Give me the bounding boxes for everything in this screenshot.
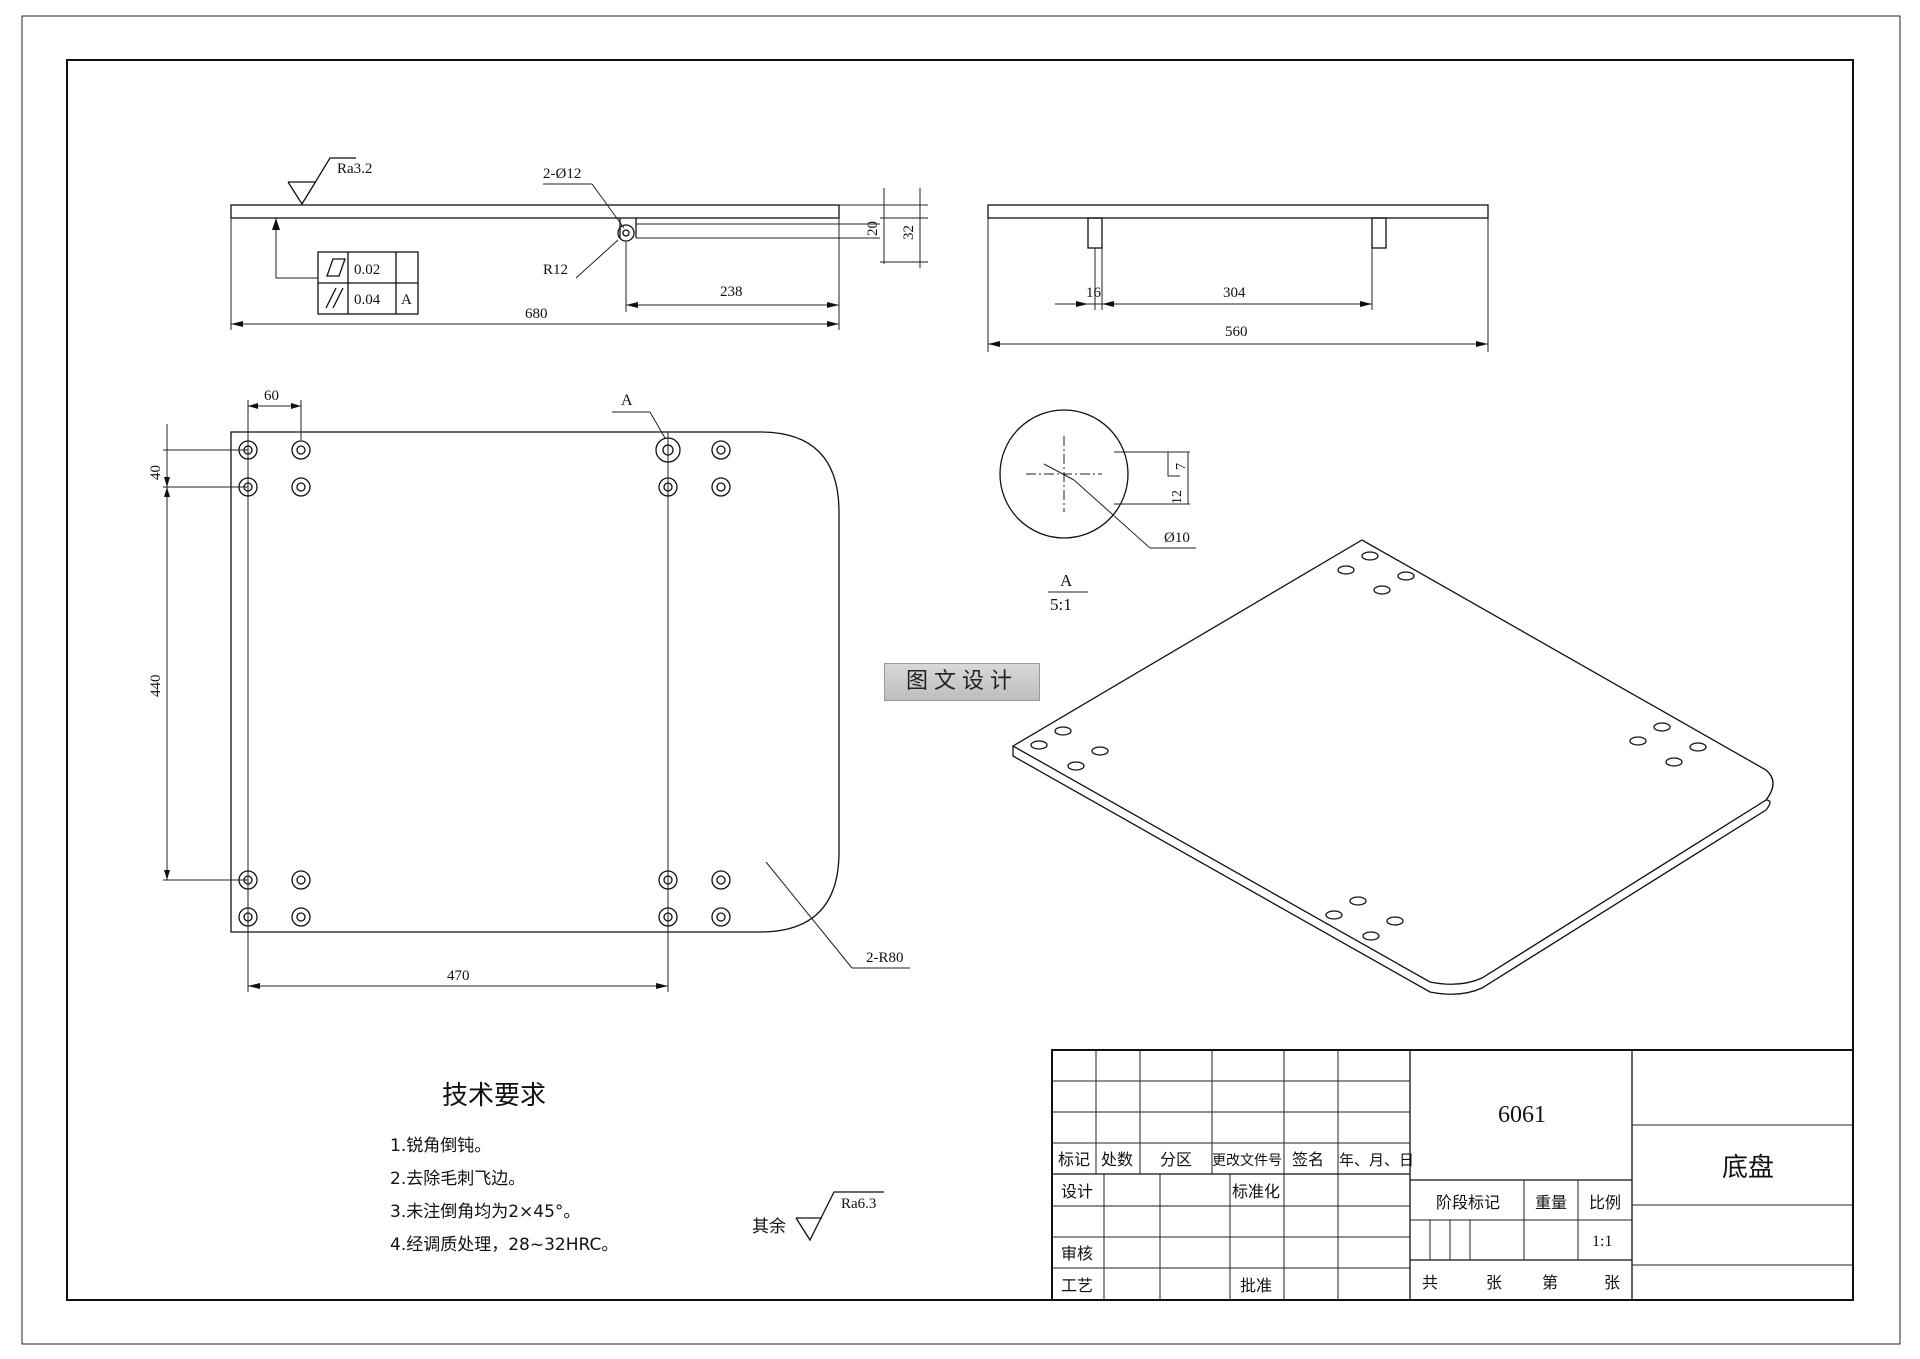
hdr-count: 处数 [1101, 1150, 1133, 1169]
datum-letter: A [401, 292, 412, 308]
tech-item-2: 2.去除毛刺飞边。 [390, 1169, 525, 1189]
hole [658, 870, 678, 890]
dim-238: 238 [720, 284, 743, 300]
dim-diameter: Ø10 [1164, 530, 1190, 546]
tech-requirements: 技术要求 1.锐角倒钝。 2.去除毛刺飞边。 3.未注倒角均为2×45°。 4.… [390, 1081, 884, 1255]
detail-label: A [1060, 571, 1073, 590]
iso-holes [1030, 551, 1707, 941]
scale-value: 1:1 [1592, 1233, 1612, 1250]
flatness-icon [326, 258, 346, 277]
hdr-zone: 分区 [1160, 1150, 1192, 1169]
tech-item-3: 3.未注倒角均为2×45°。 [390, 1202, 580, 1222]
page-label: 第 [1542, 1273, 1558, 1292]
hole [291, 907, 311, 927]
dim-304: 304 [1223, 285, 1246, 301]
review-label: 审核 [1061, 1244, 1093, 1263]
other-roughness: Ra6.3 [841, 1196, 876, 1212]
other-label: 其余 [752, 1217, 786, 1237]
side-pin-right [1371, 217, 1387, 249]
dim-16: 16 [1086, 285, 1102, 301]
sheets-label: 张 [1486, 1273, 1502, 1292]
hole [711, 440, 731, 460]
watermark-badge: 图文设计 [884, 663, 1040, 701]
detail-scale: 5:1 [1050, 595, 1072, 614]
hole [711, 870, 731, 890]
iso-edge [1012, 746, 1771, 995]
radius-callout: R12 [543, 262, 568, 278]
weight-label: 重量 [1535, 1193, 1567, 1212]
sheets2-label: 张 [1604, 1273, 1620, 1292]
detail-circle [999, 409, 1129, 539]
hdr-change-doc: 更改文件号 [1212, 1153, 1282, 1169]
hdr-mark: 标记 [1058, 1150, 1090, 1169]
hole-section [617, 224, 635, 242]
hole [658, 907, 678, 927]
process-label: 工艺 [1061, 1276, 1093, 1295]
hdr-date: 年、月、日 [1339, 1151, 1414, 1169]
hole [711, 907, 731, 927]
stage-mark-label: 阶段标记 [1436, 1193, 1500, 1212]
hole [238, 907, 258, 927]
approve-label: 批准 [1240, 1276, 1272, 1295]
roughness-symbol [287, 157, 356, 206]
detail-view: 7 12 Ø10 A 5:1 [999, 409, 1196, 614]
dim-20: 20 [865, 221, 881, 236]
tech-item-1: 1.锐角倒钝。 [390, 1136, 491, 1156]
dim-40: 40 [148, 465, 164, 480]
dim-12: 12 [1170, 490, 1185, 504]
tech-item-4: 4.经调质处理，28~32HRC。 [390, 1235, 618, 1255]
parallelism-icon [325, 287, 337, 309]
dim-60: 60 [264, 388, 279, 404]
hole [711, 477, 731, 497]
radius-r80: 2-R80 [866, 950, 904, 966]
material: 6061 [1498, 1102, 1546, 1128]
side-pin-left [1087, 217, 1103, 249]
plate-profile [230, 204, 840, 219]
hole [658, 477, 678, 497]
design-label: 设计 [1061, 1182, 1093, 1201]
top-view: Ra3.2 2-Ø12 R12 0.02 0.04 A 680 [230, 157, 928, 330]
standardize-label: 标准化 [1232, 1182, 1280, 1201]
flatness-value: 0.02 [354, 262, 380, 278]
scale-label: 比例 [1589, 1193, 1621, 1212]
outer-frame [21, 15, 1901, 1345]
hole [655, 437, 681, 463]
dim-7: 7 [1174, 463, 1189, 470]
hole [291, 870, 311, 890]
side-view: 16 304 560 [987, 204, 1489, 352]
roughness-text: Ra3.2 [337, 161, 372, 177]
dim-32: 32 [901, 225, 917, 240]
detail-marker-a: A [621, 392, 633, 409]
roughness-symbol-other [795, 1191, 884, 1242]
hole-callout: 2-Ø12 [543, 166, 581, 182]
side-plate [987, 204, 1489, 219]
total-label: 共 [1422, 1273, 1438, 1292]
part-name: 底盘 [1722, 1153, 1774, 1183]
plan-view: 60 40 440 470 2-R80 A [148, 388, 910, 992]
inner-frame [66, 59, 1854, 1301]
isometric-view [1011, 539, 1774, 995]
plan-holes [238, 437, 731, 927]
dim-560: 560 [1225, 324, 1248, 340]
parallelism-value: 0.04 [354, 292, 381, 308]
hole [291, 440, 311, 460]
title-block: 标记 处数 分区 更改文件号 签名 年、月、日 设计 标准化 审核 工艺 批准 … [1051, 1049, 1854, 1301]
dim-470: 470 [447, 968, 470, 984]
hdr-sign: 签名 [1292, 1150, 1324, 1169]
tech-title: 技术要求 [442, 1081, 546, 1111]
dim-440: 440 [148, 675, 164, 698]
hole [291, 477, 311, 497]
plate-outline [230, 431, 840, 933]
dim-680: 680 [525, 306, 548, 322]
